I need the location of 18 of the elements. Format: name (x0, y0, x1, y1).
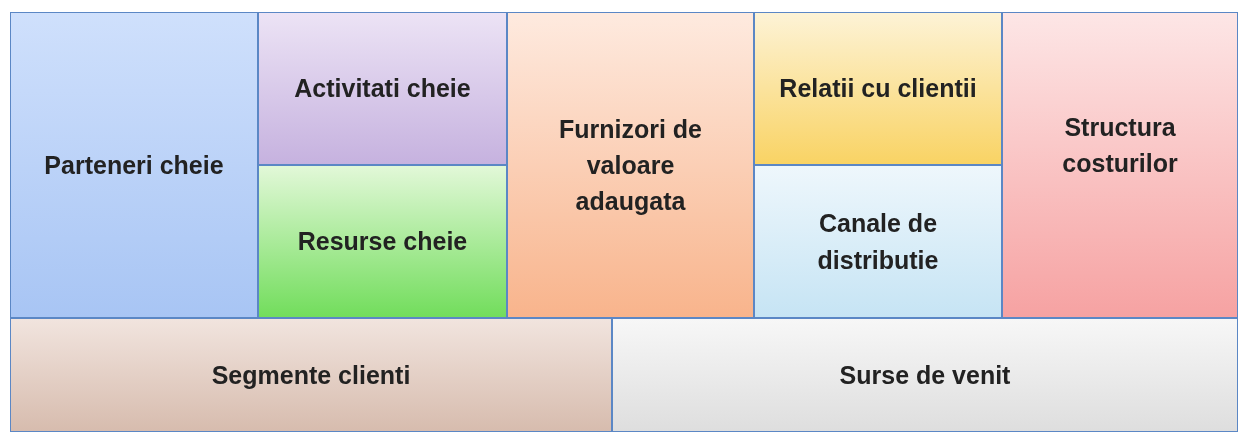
block-label: Surse de venit (839, 359, 1011, 391)
canvas-block (10, 318, 612, 432)
block-label: Relatii cu clientii (779, 73, 977, 105)
canvas-block (258, 165, 507, 318)
canvas-block (754, 12, 1002, 165)
canvas-block (507, 12, 754, 318)
block-label: Structura costurilor (1061, 111, 1179, 179)
block-label: Furnizori de valoare adaugata (557, 113, 704, 218)
block-label: Segmente clienti (211, 359, 411, 391)
block-label: Canale de distributie (816, 208, 940, 276)
canvas-block (1002, 12, 1238, 318)
block-label: Activitati cheie (294, 73, 471, 105)
block-label: Parteneri cheie (44, 149, 224, 181)
canvas-block (258, 12, 507, 165)
canvas-block (754, 165, 1002, 318)
block-label: Resurse cheie (297, 226, 468, 258)
canvas-block (612, 318, 1238, 432)
canvas-block (10, 12, 258, 318)
